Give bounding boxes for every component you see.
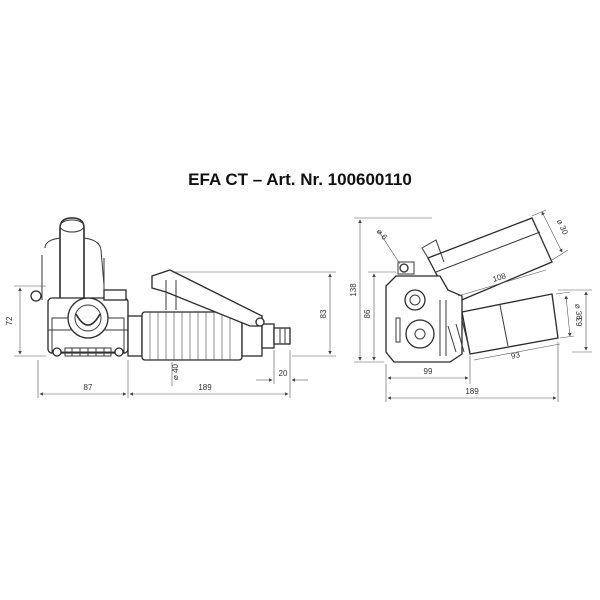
- end-view: 138 86 ⌀ 6 99 189 108 ⌀ 30 93 ⌀: [349, 209, 592, 402]
- head-housing: [30, 289, 129, 357]
- dim-138: 138: [349, 283, 358, 297]
- dim-diameter-40: ⌀ 40: [171, 363, 180, 379]
- dim-diameter-30: ⌀ 30: [555, 218, 570, 237]
- dim-189-side: 189: [198, 383, 212, 392]
- dim-189-end: 189: [465, 387, 479, 396]
- drawing-title: EFA CT – Art. Nr. 100600110: [188, 170, 412, 189]
- dim-99: 99: [424, 367, 433, 376]
- side-view: 72 87 189 ⌀ 40 20 83: [5, 217, 336, 398]
- dim-86: 86: [363, 309, 372, 318]
- dim-93: 93: [510, 350, 521, 361]
- dim-63: 63: [575, 317, 584, 326]
- dim-72: 72: [5, 316, 14, 325]
- dim-diameter-6: ⌀ 6: [375, 227, 390, 242]
- dimensions-end: 138 86 ⌀ 6 99 189 108 ⌀ 30 93 ⌀: [349, 209, 592, 402]
- ribbed-body: [127, 311, 291, 361]
- base-housing: [385, 261, 463, 363]
- dim-87: 87: [84, 383, 93, 392]
- lever: [151, 269, 265, 327]
- dim-108: 108: [492, 271, 508, 284]
- vertical-handle: [41, 217, 105, 300]
- dim-diameter-38: ⌀ 38: [573, 303, 584, 320]
- dim-83: 83: [319, 309, 328, 318]
- dimensions-side: 72 87 189 ⌀ 40 20 83: [5, 271, 336, 398]
- dim-20: 20: [279, 369, 288, 378]
- lower-angled-body: [447, 293, 559, 355]
